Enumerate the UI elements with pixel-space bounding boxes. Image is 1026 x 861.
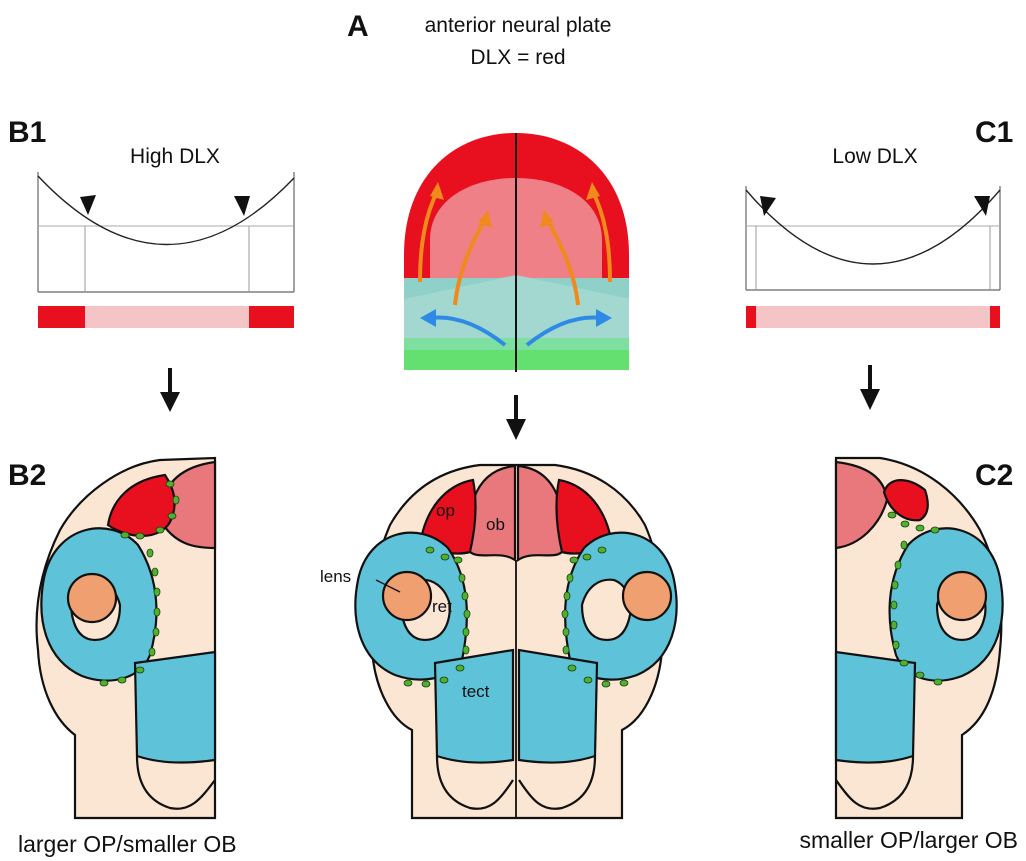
label-op: op — [436, 501, 455, 520]
caption-right: smaller OP/larger OB — [799, 827, 1018, 853]
panel-label-c2: C2 — [975, 459, 1013, 492]
neural-plate — [400, 120, 635, 373]
title-line-2: DLX = red — [470, 46, 565, 69]
panel-label-b2: B2 — [8, 459, 46, 492]
brain-c2 — [836, 458, 1003, 818]
graph-title-low: Low DLX — [832, 145, 917, 168]
panel-label-c1: C1 — [975, 116, 1013, 149]
caption-left: larger OP/smaller OB — [18, 831, 237, 857]
down-arrows — [160, 365, 880, 440]
graph-high-dlx — [38, 172, 294, 328]
brain-b2 — [37, 458, 215, 818]
brain-center — [355, 465, 676, 818]
label-ret: ret — [432, 597, 452, 616]
label-ob: ob — [486, 515, 505, 534]
title-line-1: anterior neural plate — [425, 14, 612, 37]
label-lens: lens — [320, 567, 351, 586]
graph-low-dlx — [746, 186, 1000, 328]
panel-label-a: A — [347, 10, 369, 43]
panel-label-b1: B1 — [8, 116, 46, 149]
label-tect: tect — [462, 682, 490, 701]
graph-title-high: High DLX — [130, 145, 220, 168]
